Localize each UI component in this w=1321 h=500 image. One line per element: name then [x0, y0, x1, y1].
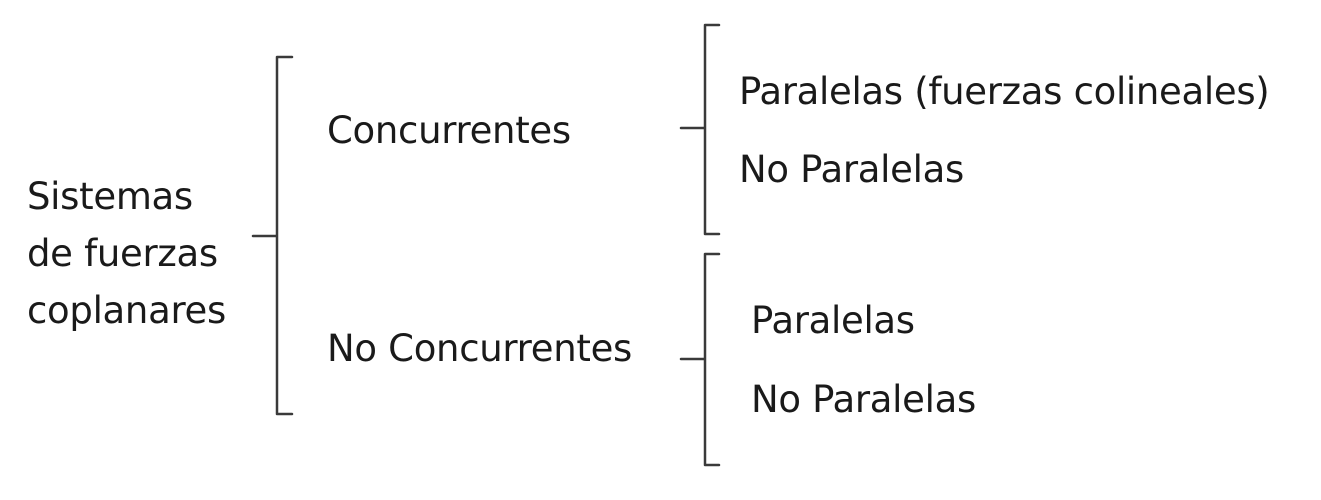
root-line-2: de fuerzas [27, 232, 218, 275]
leaf-non-concurrent-parallel: Paralelas [751, 299, 915, 342]
root-label: Sistemas de fuerzas coplanares [27, 168, 226, 339]
leaf-concurrent-non-parallel: No Paralelas [739, 148, 964, 191]
leaf-concurrent-parallel: Paralelas (fuerzas colineales) [739, 70, 1270, 113]
root-bracket [251, 55, 294, 416]
leaf-non-concurrent-non-parallel: No Paralelas [751, 378, 976, 421]
root-line-3: coplanares [27, 289, 226, 332]
branch-concurrent-label: Concurrentes [327, 109, 571, 152]
non-concurrent-bracket [679, 252, 721, 467]
branch-non-concurrent-label: No Concurrentes [327, 327, 633, 370]
root-line-1: Sistemas [27, 175, 193, 218]
concurrent-bracket [679, 23, 721, 236]
